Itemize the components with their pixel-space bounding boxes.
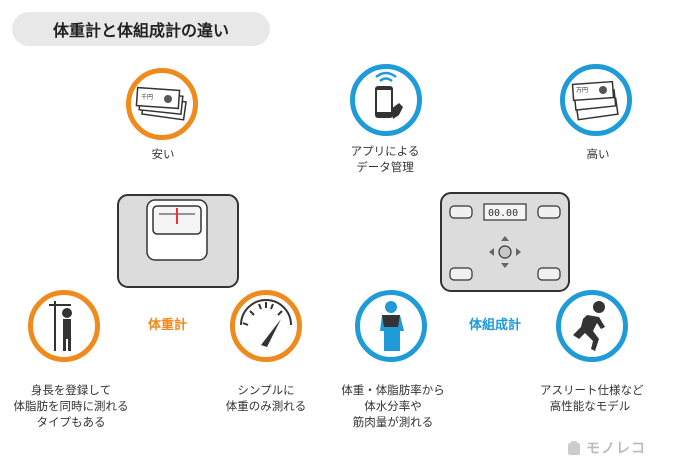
caption-body: 体重・体脂肪率から体水分率や筋肉量が測れる bbox=[341, 383, 445, 429]
cheap-money-icon-ring: 千円 bbox=[126, 68, 198, 140]
smartphone-icon bbox=[375, 71, 403, 119]
height-measure-icon bbox=[49, 301, 72, 351]
expensive-money-icon-ring: 万円 bbox=[560, 64, 632, 136]
money-text: 千円 bbox=[141, 93, 153, 101]
body-composition-icon-ring bbox=[355, 290, 427, 362]
simple-gauge-icon-ring bbox=[230, 290, 302, 362]
athlete-icon-ring bbox=[556, 290, 628, 362]
money-icon: 千円 bbox=[135, 86, 187, 121]
money-text: 万円 bbox=[576, 87, 588, 94]
bathroom-scale-icon bbox=[117, 194, 239, 288]
caption-height: 身長を登録して体脂肪を同時に測れるタイプもある bbox=[13, 383, 129, 429]
label-body-composition: 体組成計 bbox=[469, 318, 522, 333]
caption-athlete: アスリート仕様など高性能なモデル bbox=[540, 383, 644, 413]
person-body-icon bbox=[380, 301, 404, 351]
scale-display: 00.00 bbox=[488, 208, 518, 219]
running-person-icon bbox=[573, 301, 605, 351]
caption-expensive: 高い bbox=[586, 147, 610, 161]
body-composition-scale-icon: 00.00 bbox=[440, 192, 570, 292]
height-icon-ring bbox=[28, 290, 100, 362]
gauge-icon bbox=[240, 299, 292, 347]
caption-simple: シンプルに体重のみ測れる bbox=[225, 383, 307, 413]
page-title: 体重計と体組成計の違い bbox=[12, 12, 270, 46]
caption-cheap: 安い bbox=[151, 147, 175, 161]
money-stack-icon: 万円 bbox=[571, 80, 619, 121]
brand-logo: モノレコ bbox=[566, 438, 646, 458]
app-phone-icon-ring bbox=[350, 64, 422, 136]
brand-icon bbox=[568, 441, 580, 455]
label-body-scale: 体重計 bbox=[148, 318, 188, 333]
caption-app: アプリによるデータ管理 bbox=[350, 144, 420, 174]
brand-name: モノレコ bbox=[586, 441, 646, 457]
